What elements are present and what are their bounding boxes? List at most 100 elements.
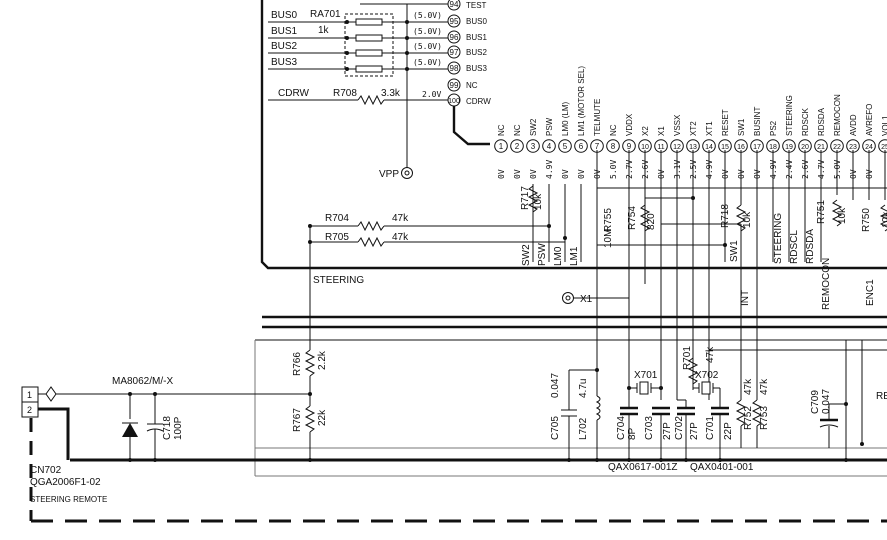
pin-name-bus1: BUS1 bbox=[466, 33, 487, 42]
r705-val: 47k bbox=[392, 232, 409, 243]
pin-volt-4: 4.9V bbox=[545, 160, 554, 179]
bus1-label: BUS1 bbox=[271, 26, 298, 37]
r753-ref: R753 bbox=[759, 406, 770, 430]
pin-num-9: 9 bbox=[627, 142, 632, 151]
bus2-label: BUS2 bbox=[271, 41, 298, 52]
volt-bus1: (5.0V) bbox=[413, 27, 442, 36]
x701-label: X701 bbox=[634, 370, 658, 381]
sig-rdsda: RDSDA bbox=[805, 229, 816, 264]
r717-ref: R717 bbox=[520, 186, 531, 210]
c709: C709 0.047 RE bbox=[810, 340, 887, 462]
sig-steering-v: STEERING bbox=[773, 213, 784, 264]
c709-ref: C709 bbox=[810, 390, 821, 414]
pin-name-23: AVDD bbox=[849, 114, 858, 136]
pin-name-bus0: BUS0 bbox=[466, 17, 487, 26]
pin-num-25: 25 bbox=[881, 144, 887, 151]
diode-and-c718: MA8062/M/-X C718 100P bbox=[112, 376, 184, 462]
pin-num-13: 13 bbox=[689, 144, 697, 151]
r701-val: 47k bbox=[705, 346, 716, 363]
pin-name-13: XT2 bbox=[689, 121, 698, 136]
volt-cdrw: 2.0V bbox=[422, 90, 441, 99]
pin-name-19: STEERING bbox=[785, 95, 794, 136]
sig-lm0: LM0 bbox=[553, 246, 564, 266]
r718-ref: R718 bbox=[720, 204, 731, 228]
r704-val: 47k bbox=[392, 213, 409, 224]
qax1-label: QAX0617-001Z bbox=[608, 462, 678, 473]
volt-bus0: (5.0V) bbox=[413, 11, 442, 20]
pin-name-15: RESET bbox=[721, 109, 730, 136]
sig-lm1: LM1 bbox=[569, 246, 580, 266]
pin-num-23: 23 bbox=[849, 144, 857, 151]
pin-name-21: RDSDA bbox=[817, 107, 826, 136]
sig-steering-h: STEERING bbox=[313, 275, 364, 286]
pin-name-24: AVREFO bbox=[865, 104, 874, 136]
c703-ref: C703 bbox=[644, 416, 655, 440]
sig-sw1: SW1 bbox=[729, 240, 740, 262]
cn702-part: QGA2006F1-02 bbox=[30, 477, 101, 488]
pin-name-22: REMOCON bbox=[833, 94, 842, 136]
pin-circle-3 bbox=[526, 139, 540, 153]
sig-rdscl: RDSCL bbox=[789, 230, 800, 264]
sig-int: INT bbox=[740, 290, 751, 306]
cn-pin-1: 1 bbox=[27, 390, 32, 400]
pin-circle-6 bbox=[574, 139, 588, 153]
pin-num-14: 14 bbox=[705, 144, 713, 151]
pin-volt-8: 5.0V bbox=[609, 160, 618, 179]
pin-num-24: 24 bbox=[865, 144, 873, 151]
pin-name-7: TELMUTE bbox=[593, 99, 602, 136]
cdrw-line: CDRW R708 3.3k bbox=[268, 88, 490, 146]
c718-val: 100P bbox=[173, 416, 184, 440]
bus0-label: BUS0 bbox=[271, 10, 298, 21]
pin-num-10: 10 bbox=[641, 144, 649, 151]
pin-name-5: LM0 (LM) bbox=[561, 101, 570, 136]
pin-name-17: BUSINT bbox=[753, 107, 762, 136]
pin-circle-1 bbox=[494, 139, 508, 153]
r750-ref: R750 bbox=[861, 208, 872, 232]
pin-volt-3: 0V bbox=[529, 169, 538, 179]
r708-value: 3.3k bbox=[381, 88, 401, 99]
r752-val: 47k bbox=[743, 378, 754, 395]
pin-name-2: NC bbox=[513, 124, 522, 136]
pin-num-2: 2 bbox=[515, 142, 520, 151]
pin-name-8: NC bbox=[609, 124, 618, 136]
bus3-label: BUS3 bbox=[271, 57, 298, 68]
vpp-terminal: VPP bbox=[379, 167, 413, 180]
r767-ref: R767 bbox=[292, 408, 303, 432]
sig-sw2: SW2 bbox=[521, 244, 532, 266]
pin-num-11: 11 bbox=[657, 144, 664, 151]
pin-num-16: 16 bbox=[737, 144, 745, 151]
pin-num-22: 22 bbox=[833, 144, 841, 151]
r717-val: 10k bbox=[533, 193, 544, 210]
ra701-value: 1k bbox=[318, 25, 330, 36]
pin-num-18: 18 bbox=[769, 144, 777, 151]
board-dashed-outline bbox=[29, 418, 887, 523]
sig-remocon: REMOCON bbox=[821, 258, 832, 310]
pin-num-95: 95 bbox=[450, 17, 459, 26]
pin-num-97: 97 bbox=[450, 48, 459, 57]
r755-val: 10M bbox=[603, 229, 614, 248]
pin-num-15: 15 bbox=[721, 144, 729, 151]
sig-psw: PSW bbox=[537, 243, 548, 266]
pin-name-14: XT1 bbox=[705, 121, 714, 136]
pin-name-1: NC bbox=[497, 124, 506, 136]
pin-num-6: 6 bbox=[579, 142, 584, 151]
pin-name-12: VSSX bbox=[673, 114, 682, 136]
pin-name-16: SW1 bbox=[737, 118, 746, 136]
r754-val: 820 bbox=[646, 213, 657, 230]
c705-ref: C705 bbox=[550, 416, 561, 440]
pin-name-4: PSW bbox=[545, 117, 554, 136]
pin-name-9: VDDX bbox=[625, 113, 634, 136]
x702-label: X702 bbox=[695, 370, 719, 381]
vertical-signal-labels: SW2 PSW LM0 LM1 SW1 STEERING RDSCL RDSDA… bbox=[521, 213, 876, 310]
pin-num-5: 5 bbox=[563, 142, 568, 151]
r754-ref: R754 bbox=[627, 206, 638, 230]
pin-circle-4 bbox=[542, 139, 556, 153]
r705-ref: R705 bbox=[325, 232, 349, 243]
volt-bus3: (5.0V) bbox=[413, 58, 442, 67]
pin-num-7: 7 bbox=[595, 142, 600, 151]
pin-volt-1: 0V bbox=[497, 169, 506, 179]
board-bus-lines bbox=[70, 315, 887, 477]
pin-name-bus2: BUS2 bbox=[466, 48, 487, 57]
c704-val: 8P bbox=[627, 427, 638, 440]
